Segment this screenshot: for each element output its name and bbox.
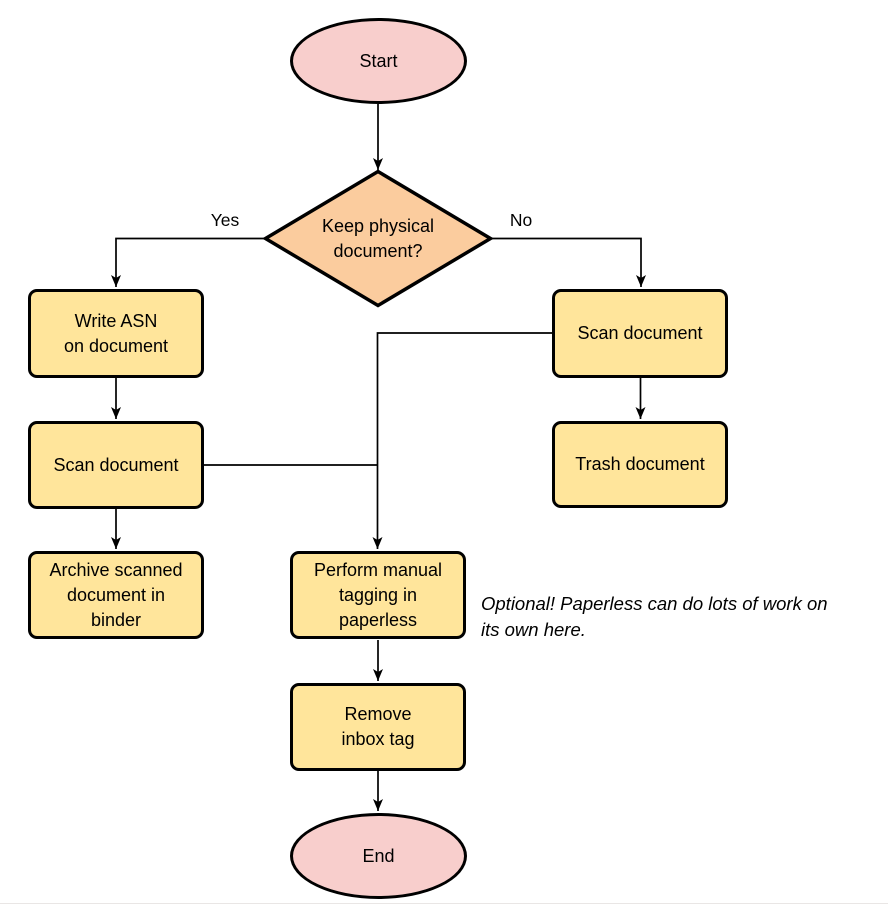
node-decision-label: Keep physical document? [288, 206, 468, 271]
perform-line2: tagging in [338, 584, 418, 605]
scan-left-label: Scan document [53, 454, 179, 475]
write-asn-line2: on document [63, 335, 169, 356]
archive-line3: binder [90, 609, 142, 630]
node-remove-inbox-tag: Remove inbox tag [290, 683, 466, 771]
remove-line1: Remove [344, 704, 412, 724]
node-start-label: Start [359, 50, 398, 71]
node-perform-tagging: Perform manual tagging in paperless [290, 551, 466, 639]
edge-decision-yes-to-write-asn [111, 237, 267, 287]
trash-label: Trash document [575, 454, 705, 474]
node-scan-right: Scan document [552, 289, 728, 378]
archive-line2: document in [66, 584, 166, 605]
note-line1: Optional! Paperless can do lots of work … [481, 593, 828, 614]
node-archive: Archive scanned document in binder [28, 551, 204, 639]
edge-decision-no-to-scan-right [489, 237, 646, 287]
edge-scan-right-to-perform [372, 332, 552, 549]
edge-label-yes: Yes [210, 210, 240, 230]
remove-line2: inbox tag [341, 729, 415, 749]
node-trash: Trash document [552, 421, 728, 508]
edge-label-no: No [509, 210, 533, 230]
node-start: Start [290, 18, 467, 104]
decision-line1: Keep physical [321, 215, 435, 236]
node-end: End [290, 813, 467, 899]
scan-right-label: Scan document [577, 323, 703, 343]
decision-line2: document? [333, 240, 423, 261]
node-write-asn: Write ASN on document [28, 289, 204, 378]
page-bottom-divider [0, 903, 888, 904]
perform-line1: Perform manual [313, 559, 443, 580]
write-asn-line1: Write ASN [74, 310, 158, 331]
note-line2: its own here. [481, 618, 586, 640]
archive-line1: Archive scanned [49, 559, 183, 580]
perform-line3: paperless [338, 609, 418, 630]
decision-diamond-shape [262, 169, 494, 308]
node-scan-left: Scan document [28, 421, 204, 509]
node-end-label: End [362, 845, 395, 866]
optional-note: Optional! Paperless can do lots of work … [481, 591, 888, 642]
